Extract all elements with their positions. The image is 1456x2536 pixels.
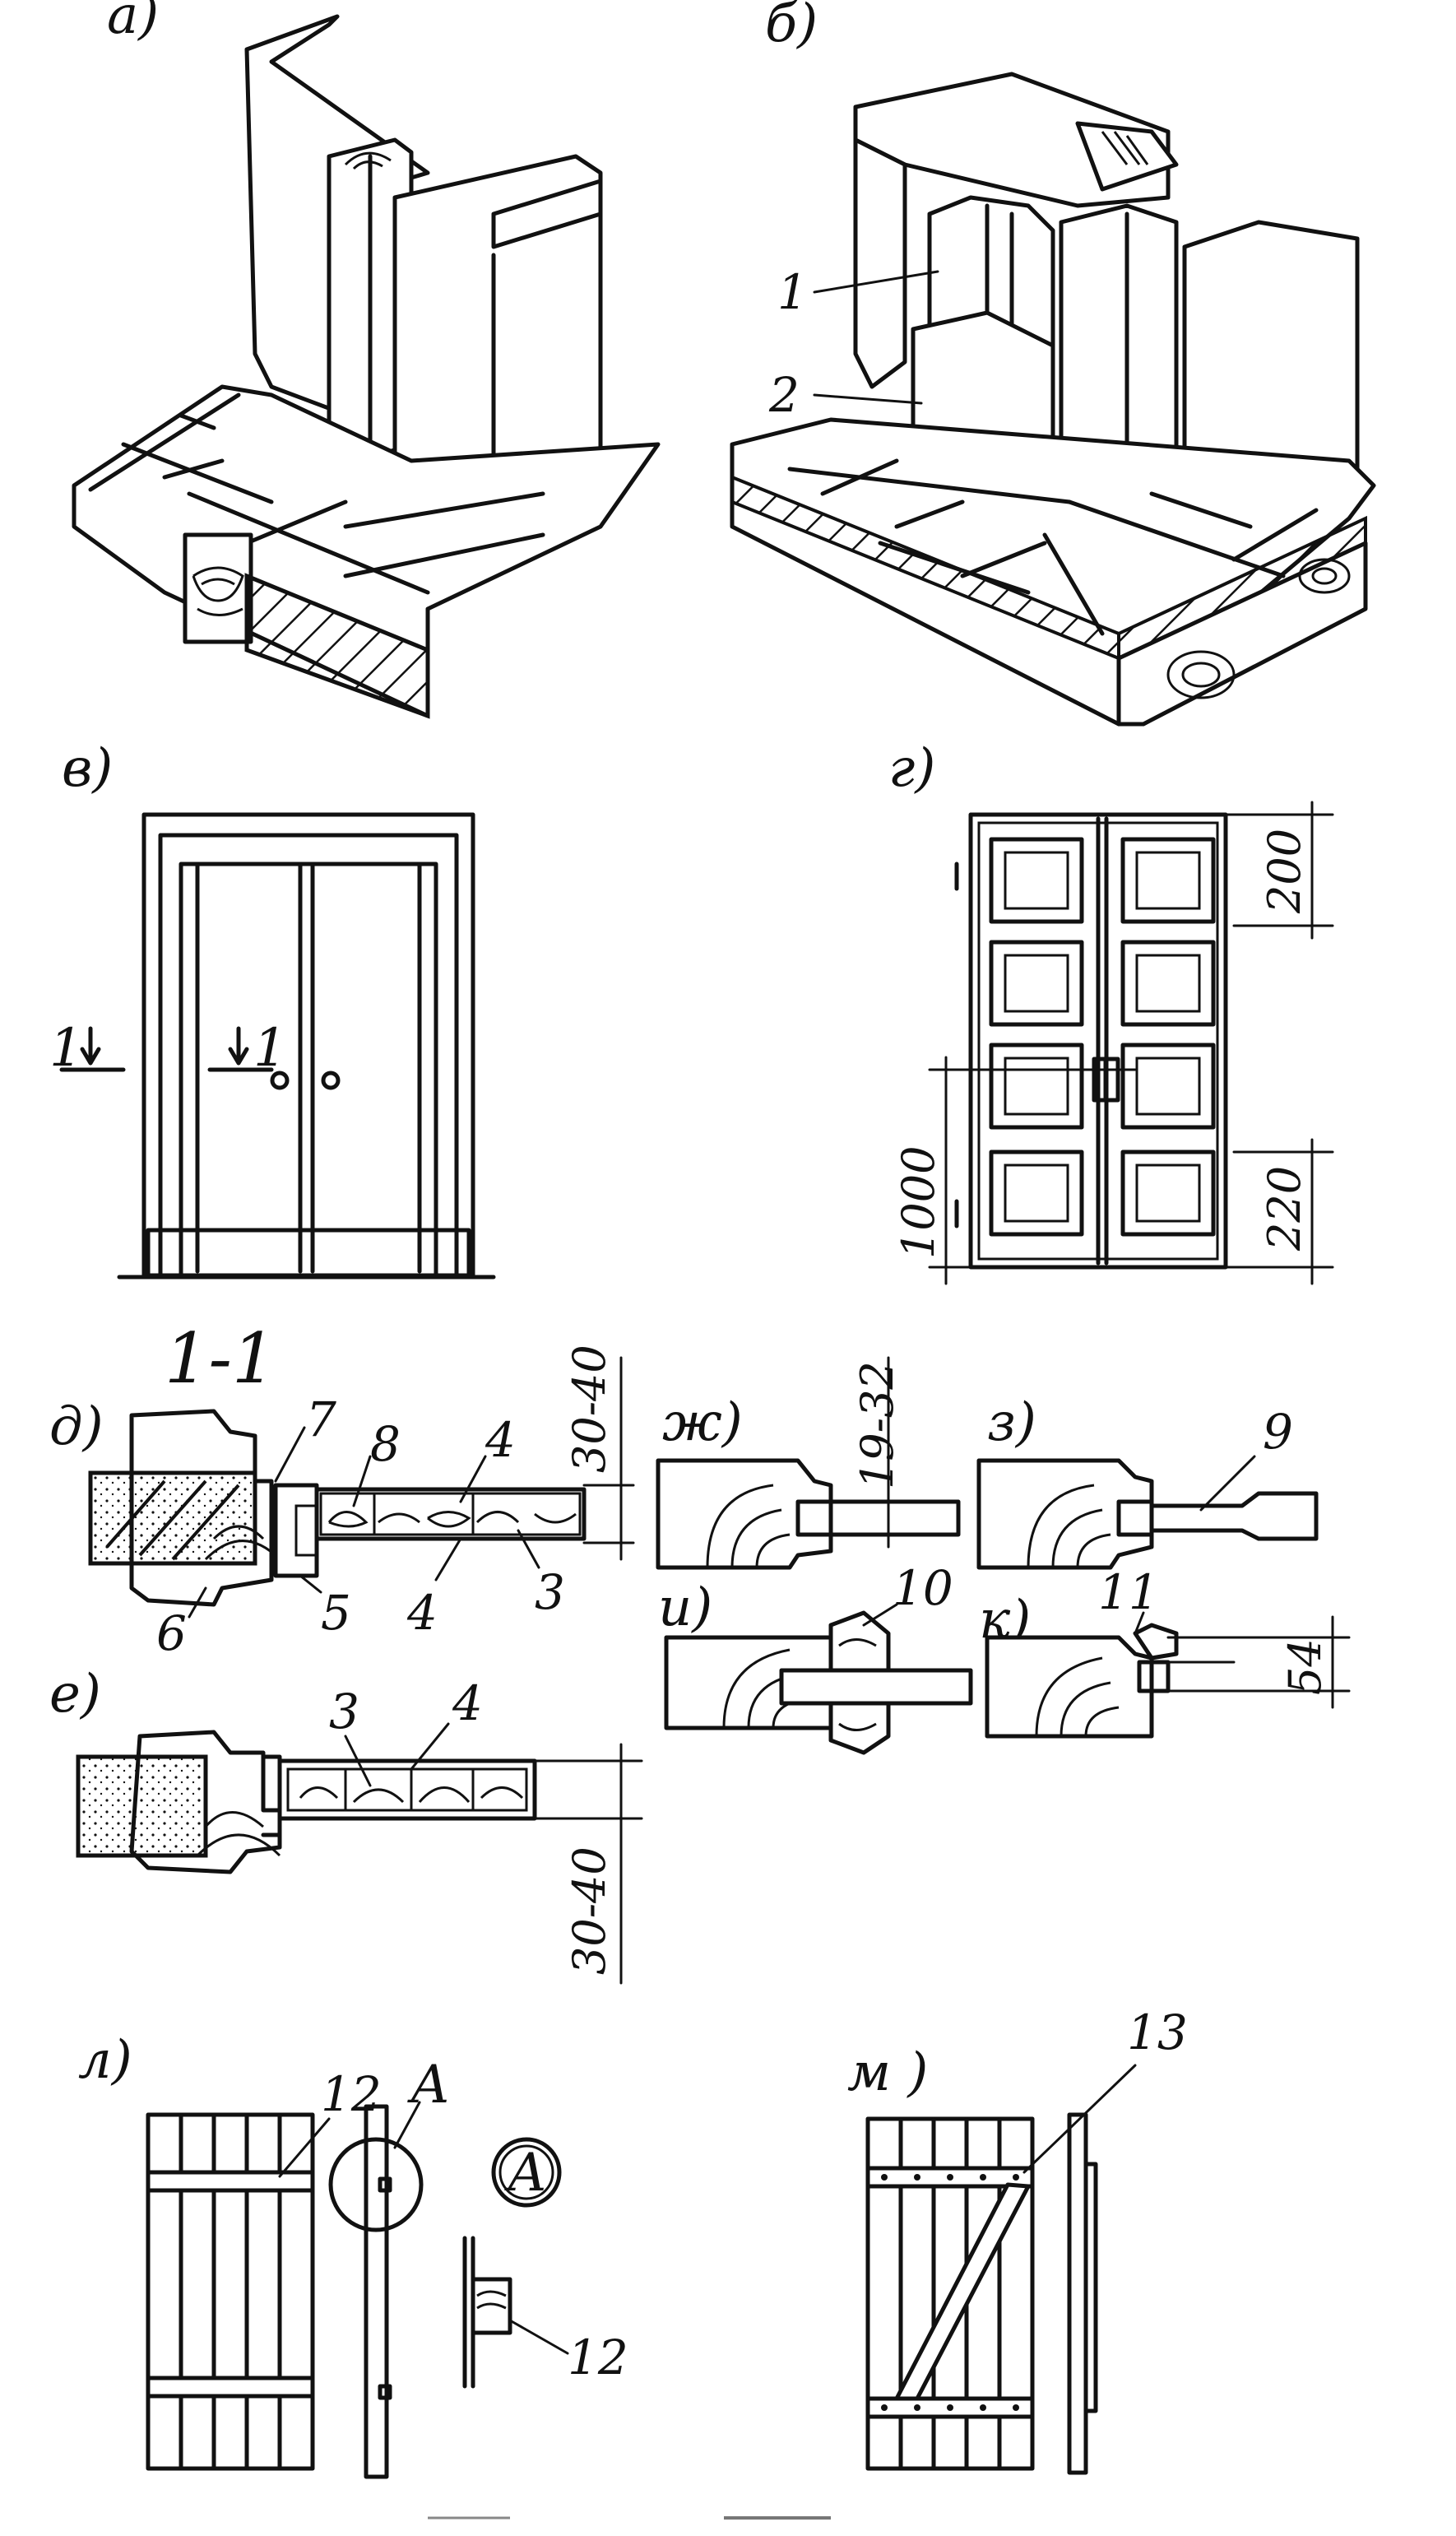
diagonal-brace [894,2182,1031,2401]
panel-k: к) 54 11 [979,1564,1351,1739]
panel-g-label: г) [888,738,935,799]
callout-7: 7 [306,1391,336,1447]
batten [146,2170,315,2193]
panel-zh-label: ж) [662,1392,743,1453]
panel-v: в) 1 1 [49,738,496,1280]
door-handle-icon [1104,1057,1120,1103]
callout-11: 11 [1098,1564,1159,1620]
parquet-floor [730,417,1376,727]
detail-marker-label: A [504,2143,546,2204]
callout-12: 12 [321,2066,382,2122]
panel-m-label: м ) [847,2042,928,2103]
callout-9: 9 [1263,1404,1293,1460]
dim-19-32: 19-32 [851,1361,903,1489]
dim-200: 200 [1259,829,1310,914]
door-side-view [364,2104,389,2479]
panel-e-label: е) [49,1664,101,1725]
panel-l-label: л) [78,2030,132,2091]
panel-z: з) 9 [976,1392,1319,1570]
wall-plaster [88,1470,257,1566]
braced-plank-door [865,2116,1035,2471]
callout-10: 10 [893,1560,953,1616]
panel-l: л) A 12 A 12 [78,2030,628,2479]
callout-8: 8 [370,1416,401,1472]
panel-d-label: д) [49,1396,104,1457]
panel-b: б) [730,0,1376,727]
stile-section [985,1635,1154,1739]
detail-marker [491,2137,562,2208]
floor [72,384,661,718]
panel-a-label: а) [107,0,159,46]
panel-b-label: б) [765,0,818,54]
panel-a: а) [72,0,661,719]
detail-circle [328,2137,424,2232]
callout-12b: 12 [568,2329,628,2385]
panel-g: г) 200 220 1000 [888,738,1334,1285]
panel-insert [779,1668,973,1706]
knob-icon [321,1071,341,1090]
dim-30-40: 30-40 [563,1345,615,1473]
dim-54: 54 [1279,1638,1331,1695]
outer-casing [141,812,475,1278]
jamb-end-grain [344,151,392,170]
callout-4: 4 [452,1675,483,1731]
panel-zh: ж) 19-32 [656,1356,961,1570]
floor-section-hatch [244,573,430,719]
dim-220: 220 [1259,1166,1310,1252]
leaf-section [314,1487,587,1541]
callout-3: 3 [535,1564,565,1620]
raised-panel [1149,1491,1319,1541]
batten [146,2376,315,2399]
panel-i-label: и) [658,1577,712,1638]
callout-A: A [407,2055,449,2116]
door-side-view [1067,2112,1088,2475]
stile-section [976,1458,1154,1570]
panel-d: 1-1 д) 30-40 [49,1318,635,1661]
stile-section [656,1458,833,1570]
panel-v-label: в) [62,738,113,799]
callout-2: 2 [768,367,800,423]
callout-3: 3 [329,1684,359,1739]
plank-door [146,2112,315,2471]
panel-z-label: з) [987,1392,1036,1453]
dim-1000: 1000 [893,1146,944,1259]
callout-1: 1 [777,264,808,320]
knob-icon [270,1071,290,1090]
callout-5: 5 [321,1585,351,1641]
callout-13: 13 [1127,2004,1188,2060]
section-label: 1-1 [165,1318,276,1399]
panel-door [968,812,1228,1270]
panel-m: м ) 13 [847,2004,1188,2475]
panel-i: и) 10 [658,1560,973,1755]
dim-30-40: 30-40 [563,1846,615,1975]
threshold [183,532,253,644]
callout-4b: 4 [406,1585,438,1641]
callout-4: 4 [485,1412,516,1468]
door-panels [989,837,1216,1237]
callout-6: 6 [156,1605,187,1661]
panel-insert [828,1499,961,1537]
wall-plaster [76,1754,208,1858]
panel-e: е) 30-40 3 4 [49,1664,643,1985]
